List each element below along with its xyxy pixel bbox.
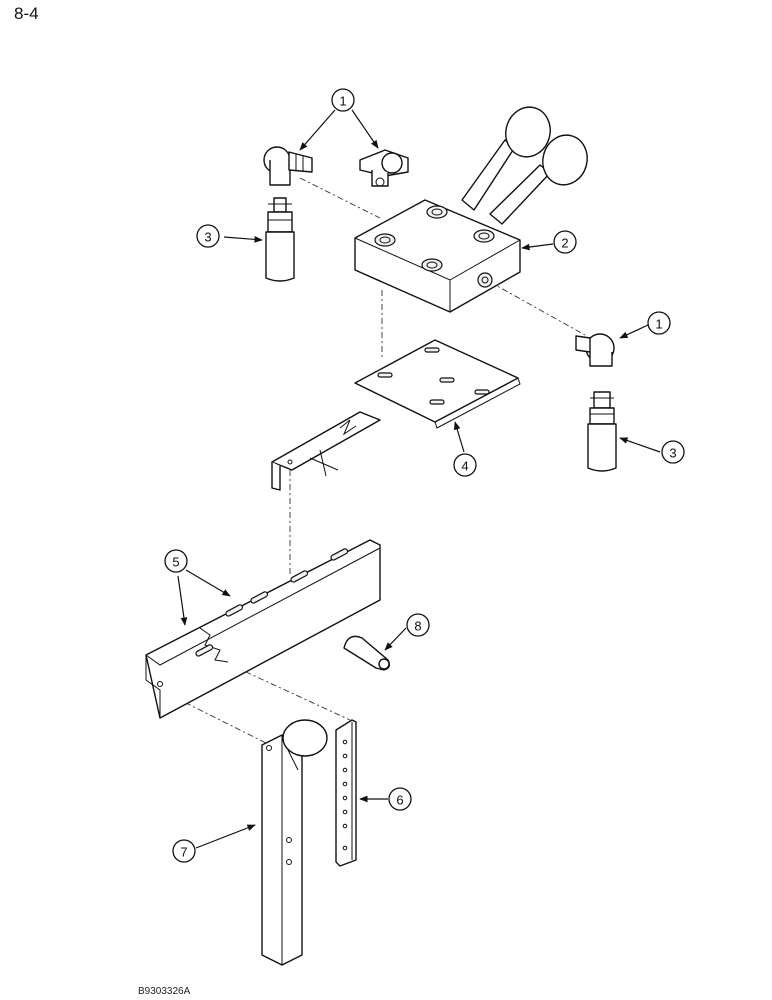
page-number: 8-4	[14, 4, 39, 23]
callout-7-label: 7	[180, 845, 187, 860]
callout-2: 2	[553, 230, 577, 254]
callout-4-label: 4	[461, 459, 468, 474]
callout-8-label: 8	[414, 619, 421, 634]
elbow-fitting-left	[263, 146, 313, 186]
callout-1a-label: 1	[339, 94, 346, 109]
callout-1a: 1	[331, 88, 355, 112]
callout-1b: 1	[647, 311, 671, 335]
leader-lines	[177, 109, 661, 849]
mounting-plate	[271, 339, 521, 491]
elbow-fitting-right	[575, 333, 615, 367]
callout-5-label: 5	[172, 555, 179, 570]
adjustment-bar	[335, 719, 357, 867]
callout-3b-label: 3	[669, 446, 676, 461]
elbow-fitting-middle	[359, 149, 409, 187]
callout-3a: 3	[196, 224, 220, 248]
support-leg	[261, 719, 328, 966]
strap	[343, 635, 391, 671]
callout-7: 7	[172, 839, 196, 863]
callout-1b-label: 1	[655, 317, 662, 332]
callout-6: 6	[388, 787, 412, 811]
callout-5: 5	[164, 549, 188, 573]
hose-fitting-left	[265, 197, 295, 282]
control-valve	[354, 106, 588, 313]
callout-3b: 3	[661, 440, 685, 464]
callout-6-label: 6	[396, 793, 403, 808]
callout-2-label: 2	[561, 236, 568, 251]
figure-code: B9303326A	[138, 986, 191, 997]
callout-4: 4	[453, 453, 477, 477]
callout-8: 8	[406, 613, 430, 637]
callout-3a-label: 3	[204, 230, 211, 245]
bracket-channel	[145, 539, 381, 719]
hose-fitting-right	[587, 391, 617, 472]
